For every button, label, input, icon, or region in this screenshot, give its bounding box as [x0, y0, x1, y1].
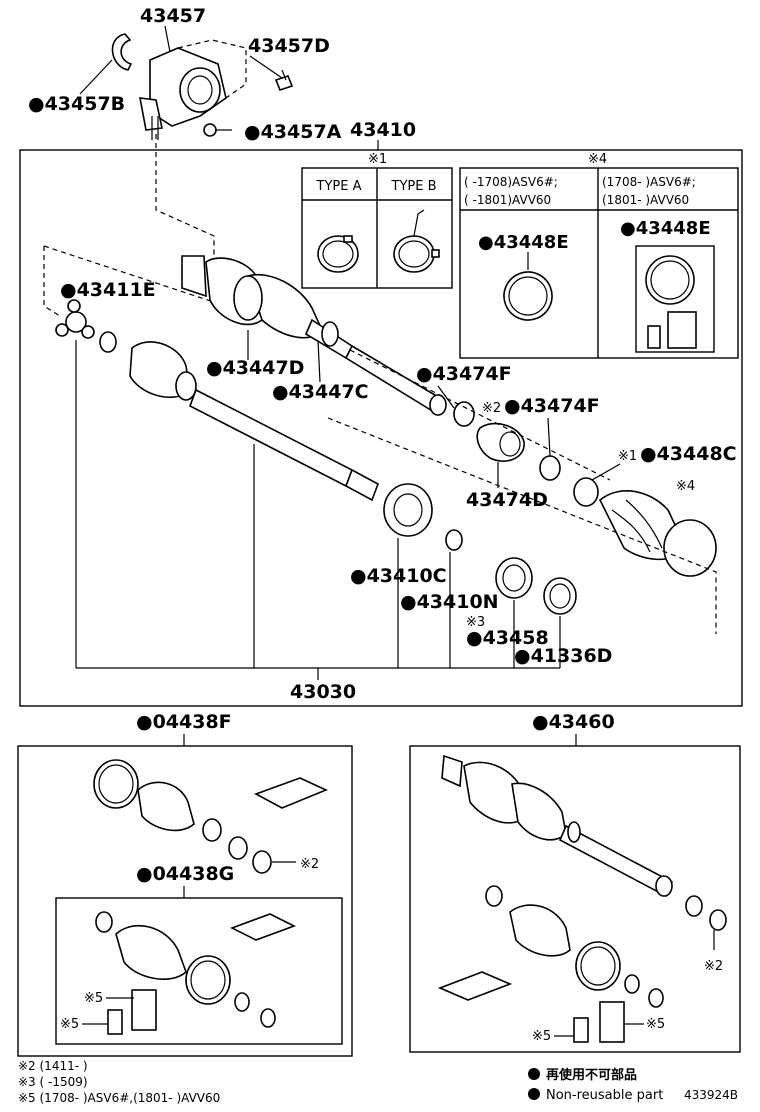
kit-04438G-frame	[55, 897, 343, 1045]
band-43448E-left-icon	[503, 271, 553, 321]
diagram-id: 433924B	[684, 1088, 738, 1102]
footnote-2: ※2 (1411- )	[18, 1059, 88, 1073]
label-43457: 43457	[140, 5, 206, 27]
inboard-joint-and-shaft	[129, 341, 379, 502]
inset4-right-line1: (1708- )ASV6#;	[602, 175, 696, 189]
boot-kit-43448E-icon	[635, 245, 715, 353]
kit-04438G-parts	[95, 911, 297, 1035]
label-43411E: ●43411E	[60, 279, 156, 301]
inset4-mark: ※4	[588, 152, 607, 167]
label-43448C: ●43448C	[640, 443, 737, 465]
kit-g-mark5-b: ※5	[60, 1017, 79, 1032]
snap-ring-43410N-icon	[445, 529, 463, 551]
label-43410N: ●43410N	[400, 591, 499, 613]
inset4-left-line2: ( -1801)AVV60	[464, 193, 551, 207]
assembly-43460-parts	[437, 754, 727, 1043]
label-43448E-right: ●43448E	[620, 218, 711, 239]
legend-jp: 再使用不可部品	[546, 1067, 637, 1083]
kit-r-mark5-b: ※5	[646, 1017, 665, 1032]
band-boot-icon	[663, 519, 717, 577]
inset1-mark: ※1	[368, 152, 387, 167]
label-43448E-left: ●43448E	[478, 232, 569, 253]
damper-43474D-icon	[476, 422, 525, 462]
label-43457B: ●43457B	[28, 93, 125, 115]
assembly-43030-leader	[75, 340, 561, 680]
label-43447D: ●43447D	[206, 357, 304, 379]
legend-bullet-en	[528, 1088, 540, 1100]
clamp-type-a-icon	[317, 235, 359, 273]
assembly-43460-frame	[409, 745, 741, 1053]
type-a-header: TYPE A	[316, 179, 362, 194]
clamp-43474F-a-icon	[453, 401, 475, 427]
label-43460: ●43460	[532, 711, 615, 733]
bearing-bracket	[139, 39, 247, 140]
tripod-43411E-icon	[55, 299, 95, 339]
kit-g-mark5-a: ※5	[84, 991, 103, 1006]
label-43410: 43410	[350, 119, 416, 141]
mark-43474F-b: ※2	[482, 401, 501, 416]
bolt-43457A	[203, 123, 232, 137]
label-43457D: 43457D	[248, 35, 330, 57]
label-43457A: ●43457A	[244, 121, 342, 143]
bearing-43410C-icon	[383, 483, 433, 537]
footnote-5: ※5 (1708- )ASV6#,(1801- )AVV60	[18, 1091, 220, 1105]
inset4-table	[459, 167, 739, 359]
label-43447C: ●43447C	[272, 381, 369, 403]
label-41336D: ●41336D	[514, 645, 612, 667]
boot-mark: ※4	[676, 479, 695, 494]
kit-f-mark2: ※2	[300, 857, 319, 872]
label-43474D: 43474D	[466, 489, 548, 511]
mark-43448C: ※1	[618, 449, 637, 464]
type-b-header: TYPE B	[391, 179, 437, 194]
kit-r-mark5-a: ※5	[532, 1029, 551, 1044]
snap-ring-small-icon	[99, 331, 117, 353]
label-04438F: ●04438F	[136, 711, 232, 733]
clamp-type-b-icon	[393, 209, 440, 273]
kit-04438F-parts	[93, 759, 329, 874]
bolt-43457D	[274, 69, 294, 91]
clamp-43474F-b-icon	[539, 455, 561, 481]
label-43458: ●43458	[466, 627, 549, 649]
seal-43458-icon	[495, 557, 533, 599]
seal-41336D-icon	[543, 577, 577, 615]
legend-en: Non-reusable part	[546, 1088, 663, 1103]
label-43474F-b: ●43474F	[504, 395, 600, 417]
kit-04438F-frame	[17, 745, 353, 1057]
kit-r-mark2: ※2	[704, 959, 723, 974]
inset4-right-line2: (1801- )AVV60	[602, 193, 689, 207]
snap-ring-43457B	[111, 33, 133, 71]
label-04438G: ●04438G	[136, 863, 234, 885]
inset1-table	[301, 167, 453, 289]
inset4-left-line1: ( -1708)ASV6#;	[464, 175, 558, 189]
label-43030: 43030	[290, 681, 356, 703]
outboard-joint-assembly	[181, 255, 447, 416]
label-43474F-a: ●43474F	[416, 363, 512, 385]
mark-43458: ※3	[466, 615, 485, 630]
clamp-43448C-icon	[573, 477, 599, 507]
legend-bullet-jp	[528, 1068, 540, 1080]
footnote-3: ※3 ( -1509)	[18, 1075, 88, 1089]
assembly-43410-frame	[19, 149, 743, 707]
